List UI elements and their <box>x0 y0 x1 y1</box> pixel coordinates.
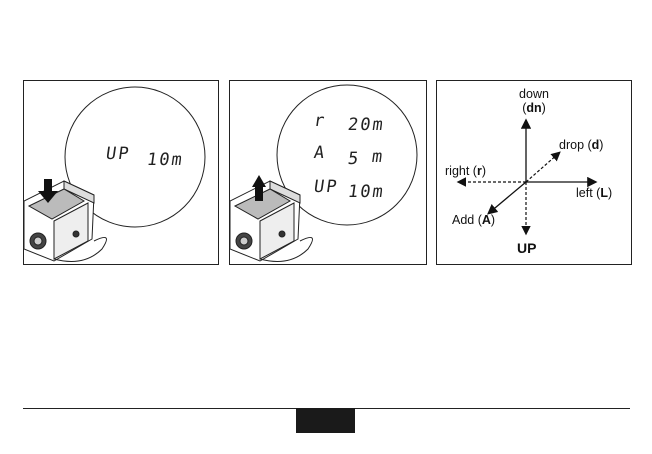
device-illustration <box>24 81 218 264</box>
label-down-word: down <box>514 87 554 101</box>
display-up-text: UP <box>105 144 132 164</box>
display-distance-text: 10m <box>146 150 186 170</box>
display-up-text: UP <box>313 177 340 197</box>
label-left: left (L) <box>576 186 612 200</box>
illustration-panel-2: r 20m A 5 m UP 10m <box>229 80 427 265</box>
label-up: UP <box>517 240 536 256</box>
label-drop-close: ) <box>599 138 603 152</box>
label-drop-word: drop ( <box>559 138 592 152</box>
label-right-close: ) <box>482 164 486 178</box>
label-down-close: ) <box>542 101 546 115</box>
display-up-distance: 10m <box>347 182 387 202</box>
label-down-key: (dn) <box>514 101 554 115</box>
display-right-distance: 20m <box>347 115 387 135</box>
label-left-key: L <box>600 186 608 200</box>
device-illustration <box>230 81 426 264</box>
label-down: down (dn) <box>514 87 554 115</box>
label-add-key: A <box>482 213 491 227</box>
label-right-word: right ( <box>445 164 477 178</box>
label-drop: drop (d) <box>559 138 603 152</box>
direction-diagram-panel: down (dn) drop (d) right (r) left (L) Ad… <box>436 80 632 265</box>
label-left-close: ) <box>608 186 612 200</box>
label-right: right (r) <box>445 164 486 178</box>
label-add-word: Add ( <box>452 213 482 227</box>
label-down-key-bold: dn <box>526 101 541 115</box>
label-left-word: left ( <box>576 186 600 200</box>
label-add-close: ) <box>491 213 495 227</box>
illustration-panel-1: UP 10m <box>23 80 219 265</box>
page-number-box <box>296 408 355 433</box>
label-add: Add (A) <box>452 213 495 227</box>
